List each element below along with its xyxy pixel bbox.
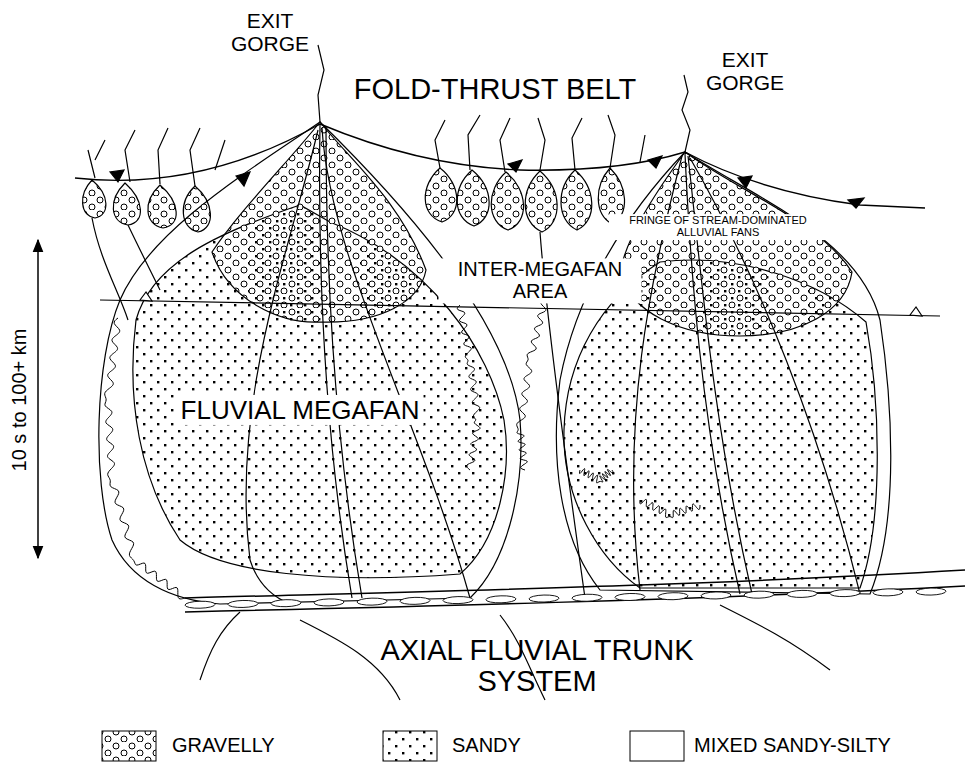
braid-bar xyxy=(185,601,215,609)
thrust-tooth xyxy=(110,156,864,208)
lobate-fringe xyxy=(105,318,185,599)
braid-bar xyxy=(744,591,774,599)
braid-bar xyxy=(830,589,860,597)
map-label: EXIT GORGE xyxy=(225,10,315,55)
lobate-fringe xyxy=(517,300,546,470)
distributary-channel xyxy=(322,128,470,598)
gravelly-zone xyxy=(212,122,426,322)
trunk-channel-margin xyxy=(185,570,965,598)
braid-bar xyxy=(314,599,344,607)
braid-bar xyxy=(916,588,946,596)
legend-label: MIXED SANDY-SILTY xyxy=(694,735,891,757)
map-label: INTER-MEGAFAN AREA xyxy=(439,258,642,303)
map-label: FLUVIAL MEGAFAN xyxy=(177,395,424,425)
exit-gorge-river xyxy=(318,45,324,122)
legend-swatch xyxy=(102,731,156,761)
braid-bar xyxy=(658,592,688,600)
lobate-fringe xyxy=(579,469,613,483)
legend-label: SANDY xyxy=(452,735,521,757)
thrust-front xyxy=(75,124,925,208)
braid-bar xyxy=(185,588,946,609)
braid-bar xyxy=(228,600,258,608)
map-label: AXIAL FLUVIAL TRUNK SYSTEM xyxy=(322,635,752,698)
distributary-channel xyxy=(326,126,362,598)
map-label: 10 s to 100+ km xyxy=(9,329,31,472)
lobate-fringe xyxy=(640,499,700,517)
legend-swatch xyxy=(383,731,437,761)
braid-bar xyxy=(701,592,731,600)
braid-bar xyxy=(400,597,430,605)
scale-arrow xyxy=(37,240,39,558)
map-label: EXIT GORGE xyxy=(700,49,790,94)
braid-bar xyxy=(529,595,559,603)
legend-swatch xyxy=(630,731,684,761)
megafan-outline xyxy=(556,152,890,594)
braid-bar xyxy=(873,588,903,596)
braid-bar xyxy=(357,598,387,606)
distributary-channel xyxy=(320,124,352,598)
tributary xyxy=(200,605,830,700)
legend-label: GRAVELLY xyxy=(172,735,275,757)
map-label: FRINGE OF STREAM-DOMINATED ALLUVIAL FANS xyxy=(609,214,827,240)
map-label: FOLD-THRUST BELT xyxy=(354,74,637,105)
braid-bar xyxy=(486,595,516,603)
braid-bar xyxy=(443,596,473,604)
braid-bar xyxy=(572,594,602,602)
braid-bar xyxy=(787,590,817,598)
catchment-stream xyxy=(435,115,645,172)
catchment-stream xyxy=(88,128,225,186)
lobate-fringe xyxy=(457,305,480,470)
trunk-channel-margin xyxy=(185,586,965,612)
lobate-fringe xyxy=(105,300,700,599)
braid-bar xyxy=(615,593,645,601)
exit-gorge-river xyxy=(682,75,690,152)
legend-swatches xyxy=(102,731,684,761)
braid-bar xyxy=(271,599,301,607)
distributary-channel xyxy=(246,130,318,604)
megafan-outline xyxy=(99,122,521,604)
